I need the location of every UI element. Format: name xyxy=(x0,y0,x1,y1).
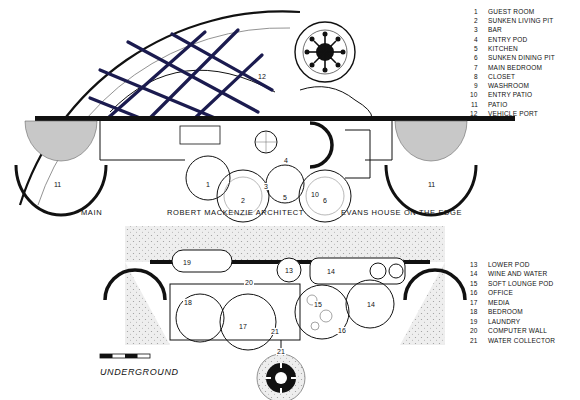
legend-number: 16 xyxy=(470,290,478,297)
callout-number: 5 xyxy=(282,194,288,201)
callout-number: 19 xyxy=(182,259,192,266)
legend-number: 2 xyxy=(474,18,478,25)
callout-number: 12 xyxy=(257,73,267,80)
legend-number: 21 xyxy=(470,338,478,345)
callout-number: 2 xyxy=(240,197,246,204)
legend-room: CLOSET xyxy=(488,74,515,81)
legend-number: 5 xyxy=(474,46,478,53)
legend-room: WASHROOM xyxy=(488,83,529,90)
legend-number: 8 xyxy=(474,74,478,81)
legend-room: WATER COLLECTOR xyxy=(488,338,555,345)
plan-title: MAIN xyxy=(81,209,102,217)
callout-number: 11 xyxy=(53,181,62,188)
legend-number: 9 xyxy=(474,83,478,90)
level-title: UNDERGROUND xyxy=(100,368,179,377)
legend-number: 20 xyxy=(470,328,478,335)
callout-number: 3 xyxy=(263,183,269,190)
legend-room: SUNKEN LIVING PIT xyxy=(488,18,554,25)
callout-number: 10 xyxy=(310,191,320,198)
callout-number: 4 xyxy=(283,157,289,164)
legend-number: 3 xyxy=(474,27,478,34)
legend-room: SUNKEN DINING PIT xyxy=(488,55,555,62)
legend-number: 12 xyxy=(470,111,478,118)
legend-number: 6 xyxy=(474,55,478,62)
legend-room: PATIO xyxy=(488,102,508,109)
legend-number: 10 xyxy=(470,92,478,99)
legend-room: VEHICLE PORT xyxy=(488,111,538,118)
legend-room: BAR xyxy=(488,27,502,34)
callout-number: 18 xyxy=(183,299,193,306)
legend-room: KITCHEN xyxy=(488,46,518,53)
callout-number: 1 xyxy=(205,181,211,188)
legend-room: ENTRY POD xyxy=(488,37,528,44)
plan-title: EVANS HOUSE ON THE EDGE xyxy=(341,209,462,217)
legend-number: 1 xyxy=(474,9,478,16)
legend-number: 19 xyxy=(470,319,478,326)
legend-room: BEDROOM xyxy=(488,309,523,316)
legend-room: COMPUTER WALL xyxy=(488,328,547,335)
legend-number: 14 xyxy=(470,271,478,278)
legend-number: 18 xyxy=(470,309,478,316)
legend-room: GUEST ROOM xyxy=(488,9,534,16)
legend-number: 17 xyxy=(470,300,478,307)
callout-number: 20 xyxy=(244,279,254,286)
callout-number: 6 xyxy=(322,197,328,204)
callout-number: 14 xyxy=(326,268,336,275)
legend-number: 11 xyxy=(471,102,478,109)
callout-number: 16 xyxy=(337,327,347,334)
callout-number: 13 xyxy=(284,267,294,274)
callout-number: 21 xyxy=(270,328,280,335)
callout-number: 11 xyxy=(427,181,436,188)
legend-number: 4 xyxy=(474,37,478,44)
legend-number: 15 xyxy=(470,281,478,288)
plan-title: ROBERT MACKENZIE ARCHITECT xyxy=(167,209,304,217)
legend-room: OFFICE xyxy=(488,290,513,297)
legend-room: SOFT LOUNGE POD xyxy=(488,281,553,288)
callout-number: 14 xyxy=(366,301,376,308)
legend-room: ENTRY PATIO xyxy=(488,92,532,99)
legend-room: LOWER POD xyxy=(488,262,530,269)
callout-number: 21 xyxy=(276,348,286,355)
callout-number: 15 xyxy=(313,301,323,308)
callout-number: 17 xyxy=(238,323,248,330)
legend-room: LAUNDRY xyxy=(488,319,520,326)
legend-room: MAIN BEDROOM xyxy=(488,65,542,72)
legend-room: WINE AND WATER xyxy=(488,271,548,278)
legend-number: 7 xyxy=(474,65,478,72)
legend-room: MEDIA xyxy=(488,300,510,307)
legend-number: 13 xyxy=(470,262,478,269)
